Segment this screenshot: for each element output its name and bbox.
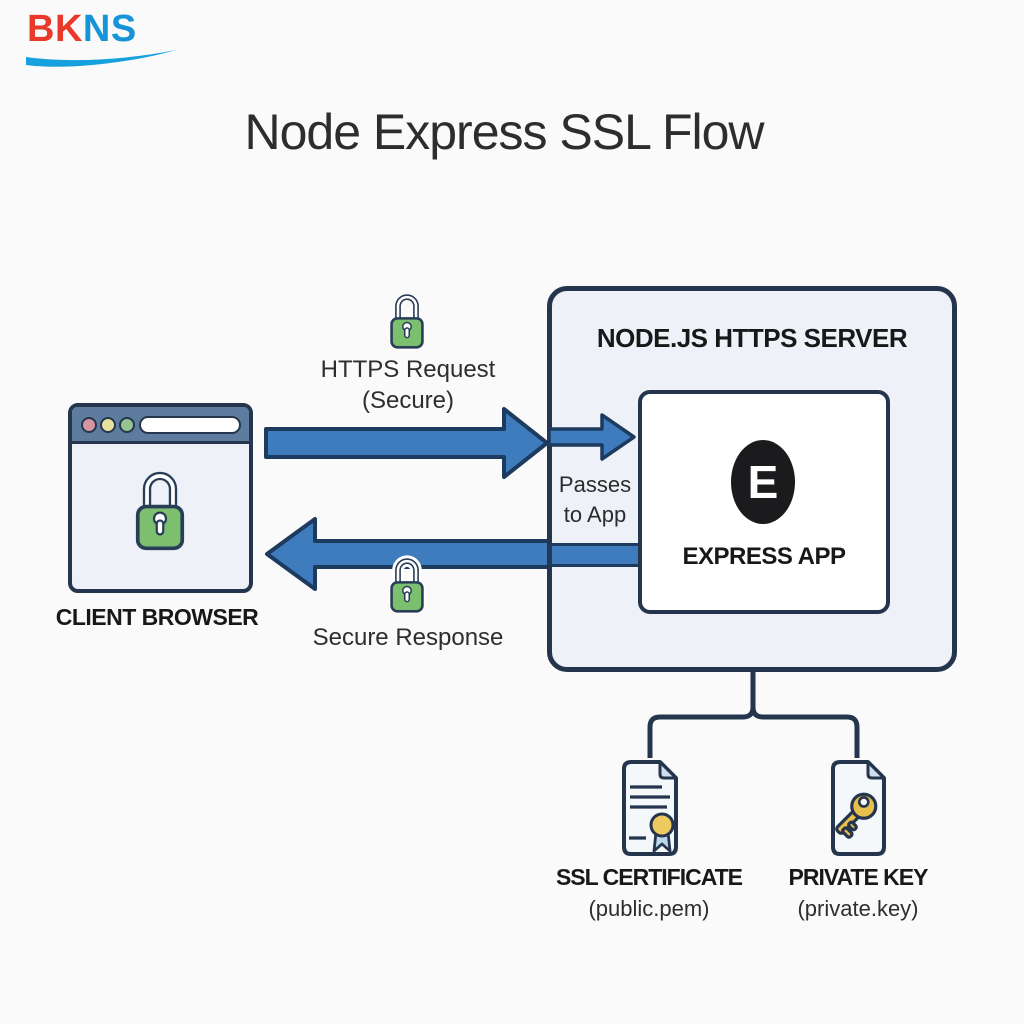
secure-response-label: Secure Response	[312, 624, 504, 651]
https-request-label: HTTPS Request (Secure)	[308, 354, 508, 416]
express-logo-badge: E	[731, 440, 795, 524]
ssl-certificate-sublabel: (public.pem)	[588, 896, 710, 921]
logo-text-red: BK	[27, 8, 83, 50]
private-key-sublabel: (private.key)	[797, 896, 919, 921]
express-app-label: EXPRESS APP	[682, 543, 846, 570]
https-request-line1: HTTPS Request	[320, 356, 496, 383]
private-key-label: PRIVATE KEY	[788, 864, 929, 890]
server-title: NODE.JS HTTPS SERVER	[596, 323, 908, 353]
key-document-icon	[831, 760, 886, 856]
browser-titlebar	[72, 407, 249, 444]
passes-to-app-label: Passes to App	[550, 470, 640, 530]
window-dot-yellow-icon	[100, 417, 116, 433]
arrow-right-icon	[264, 407, 549, 479]
browser-window-icon	[68, 403, 253, 593]
page-title: Node Express SSL Flow	[244, 104, 764, 160]
key-glyph	[835, 792, 878, 839]
express-app-box: E EXPRESS APP	[638, 390, 890, 614]
padlock-icon	[389, 555, 425, 614]
connector-lines	[647, 668, 860, 758]
window-dot-green-icon	[119, 417, 135, 433]
arrow-right-small-icon	[547, 413, 636, 461]
padlock-icon	[390, 294, 424, 349]
logo-swoosh-icon	[26, 50, 176, 67]
passes-line2: to App	[563, 502, 627, 527]
client-browser-label: CLIENT BROWSER	[55, 604, 259, 630]
window-dot-red-icon	[81, 417, 97, 433]
bkns-logo: BKNS	[27, 8, 137, 51]
padlock-icon	[135, 471, 185, 551]
https-request-line2: (Secure)	[361, 387, 455, 414]
certificate-document-icon	[622, 760, 678, 856]
address-bar-icon	[139, 416, 241, 434]
ssl-certificate-label: SSL CERTIFICATE	[555, 864, 743, 890]
response-band	[549, 543, 641, 567]
passes-line1: Passes	[558, 472, 632, 497]
logo-text-blue: NS	[82, 8, 137, 50]
